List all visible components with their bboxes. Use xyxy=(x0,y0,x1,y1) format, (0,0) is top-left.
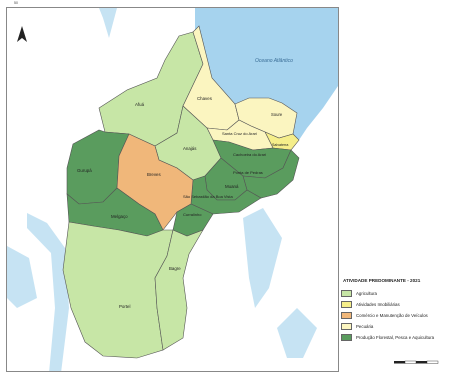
river-channel xyxy=(27,213,69,371)
river-channel xyxy=(99,8,117,38)
river-channel xyxy=(277,308,317,358)
legend-title: ATIVIDADE PREDOMINANTE - 2021 xyxy=(343,278,421,283)
legend-item: Agricultura xyxy=(341,288,459,299)
top-coordinate-ticks: 50 xyxy=(6,0,339,7)
legend-item: Pecuária xyxy=(341,321,459,332)
legend-label: Agricultura xyxy=(356,291,377,296)
legend-swatch xyxy=(341,301,352,308)
legend-label: Produção Florestal, Pesca e Aquicultura xyxy=(356,335,435,340)
legend-swatch xyxy=(341,323,352,330)
legend-label: Atividades Imobiliárias xyxy=(356,302,400,307)
river-channel xyxy=(7,246,37,308)
municipality-bagre[interactable] xyxy=(154,229,204,351)
legend-item: Atividades Imobiliárias xyxy=(341,299,459,310)
legend-swatch xyxy=(341,290,352,297)
legend-swatch xyxy=(341,312,352,319)
coord-tick-label: 50 xyxy=(14,1,18,5)
map-svg: Oceano Atlântico Afuá Chaves Soure Santa… xyxy=(7,8,338,371)
river-channel xyxy=(243,208,282,308)
legend-swatch xyxy=(341,334,352,341)
legend-item: Produção Florestal, Pesca e Aquicultura xyxy=(341,332,459,343)
legend-label: Comércio e Manutenção de Veículos xyxy=(356,313,428,318)
legend-item: Comércio e Manutenção de Veículos xyxy=(341,310,459,321)
ocean-area xyxy=(195,8,338,140)
north-arrow-icon xyxy=(17,26,27,42)
legend: ATIVIDADE PREDOMINANTE - 2021 Agricultur… xyxy=(341,278,459,343)
legend-label: Pecuária xyxy=(356,324,374,329)
map-canvas[interactable]: Oceano Atlântico Afuá Chaves Soure Santa… xyxy=(6,7,339,372)
scale-bar xyxy=(394,360,439,364)
